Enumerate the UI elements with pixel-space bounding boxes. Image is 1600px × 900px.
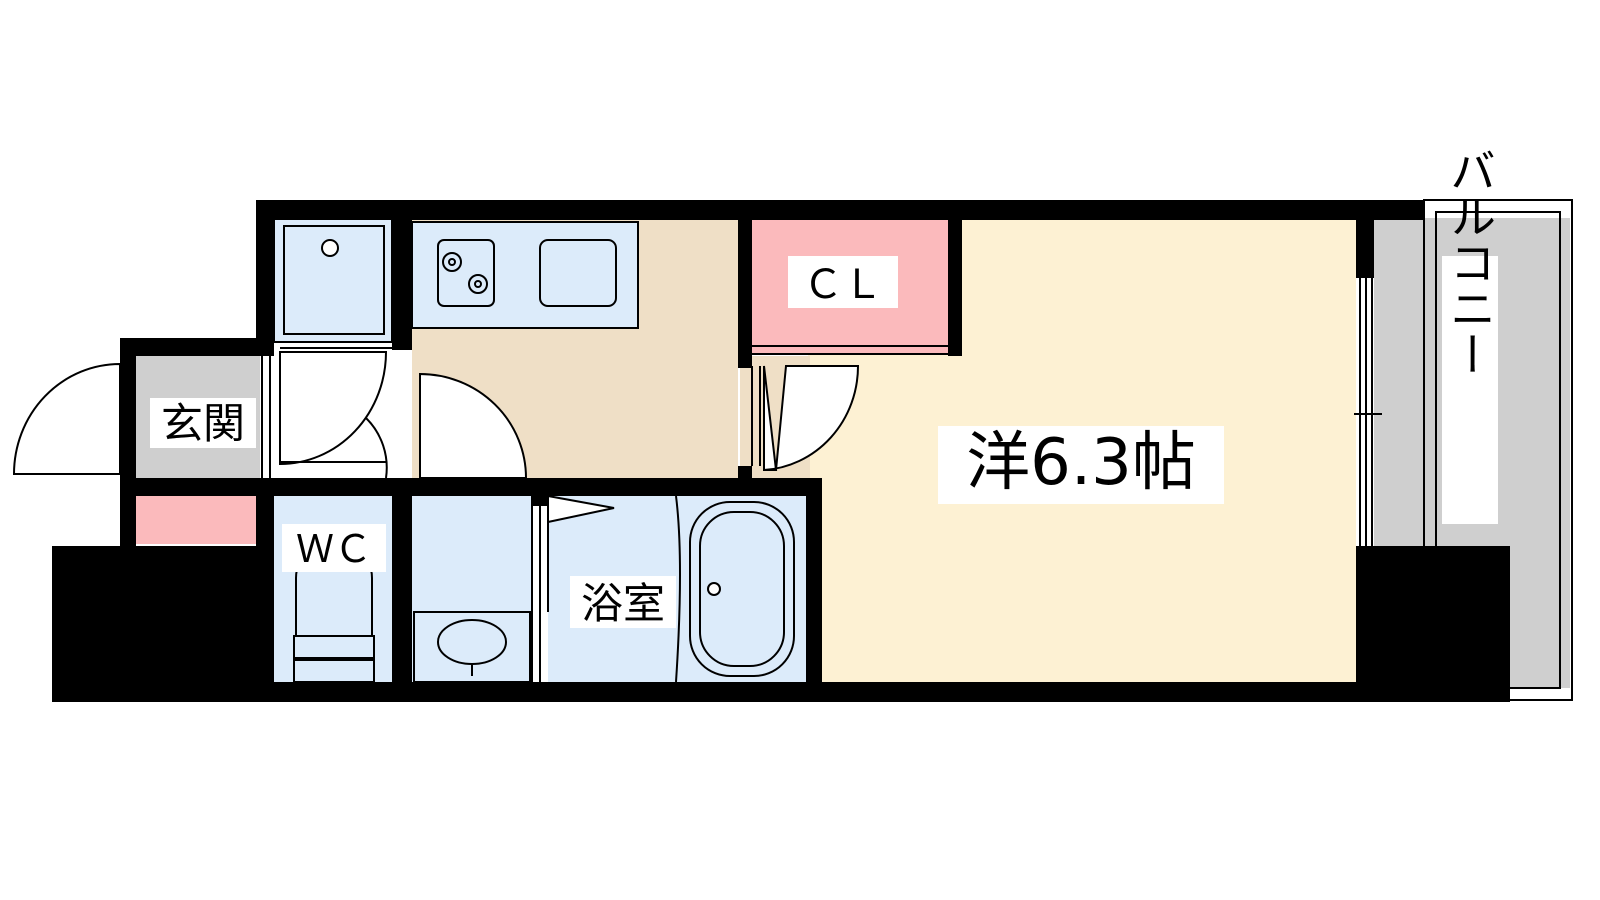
- toilet-door: [419, 372, 528, 479]
- partition-lines: [273, 199, 1573, 701]
- sink-icon: [413, 611, 531, 683]
- washer-icon: [283, 225, 385, 335]
- toilet-label: ＷＣ: [296, 527, 372, 571]
- closet-label: ＣＬ: [803, 262, 883, 308]
- main-room-label: 洋6.3帖: [966, 426, 1196, 500]
- entrance-door: [12, 362, 121, 475]
- bathroom-door: [547, 494, 615, 612]
- walls: [52, 200, 1510, 702]
- toilet-label-bg: [282, 524, 386, 572]
- entrance-label-bg: [150, 398, 256, 448]
- stove-icon: [442, 252, 488, 294]
- shoe-box: [136, 496, 258, 544]
- balcony-label-bg: [1442, 256, 1498, 524]
- entrance-label: 玄関: [161, 399, 245, 448]
- bathroom-label-bg: [570, 576, 676, 628]
- balcony-window: [1354, 278, 1382, 546]
- room-door: [751, 365, 860, 471]
- entrance-threshold: [261, 356, 271, 478]
- toilet-icon: [293, 559, 375, 683]
- main-room-floor-upper: [954, 216, 1356, 356]
- balcony-label: バルコニー: [1443, 147, 1497, 377]
- closet-label-bg: [788, 256, 898, 308]
- bathtub-icon: [675, 495, 795, 683]
- hall-door: [279, 347, 392, 479]
- main-room-label-bg: [938, 426, 1224, 504]
- bathroom-label: 浴室: [581, 579, 665, 628]
- kitchen-counter: [411, 221, 639, 329]
